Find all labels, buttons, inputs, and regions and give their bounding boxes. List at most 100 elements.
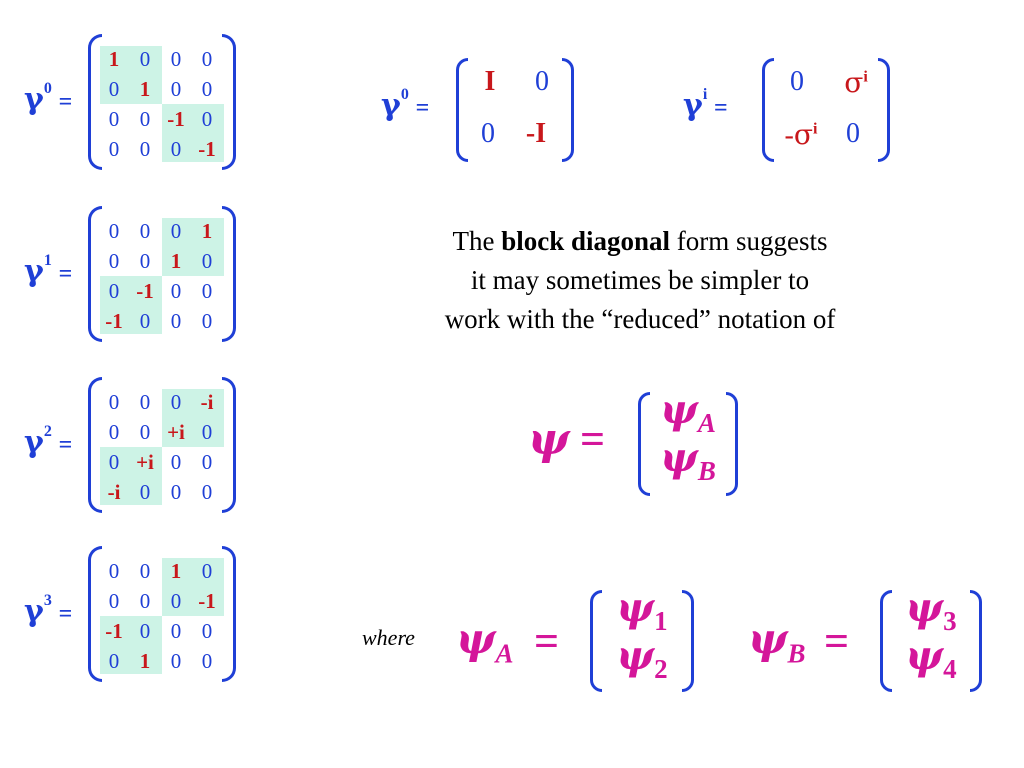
matrix-entry: 0: [170, 649, 182, 673]
note-text: The: [452, 226, 502, 256]
block-gammai-matrix: 0 σi -σi 0: [762, 58, 890, 162]
matrix-entry: 1: [139, 77, 151, 101]
upper-right-block-shade: [162, 389, 224, 447]
matrix-entry: 0: [170, 309, 182, 333]
left-bracket: [456, 58, 468, 162]
gamma-superscript: 0: [43, 80, 52, 97]
block-entry-sigma: σi: [834, 66, 878, 100]
equals-sign: =: [58, 261, 73, 287]
sigma-superscript: i: [863, 68, 868, 86]
psi-column-vector: ψA ψB: [638, 386, 738, 496]
matrix-entry: 0: [201, 77, 213, 101]
gamma1-label: γ1 =: [24, 252, 73, 289]
psi-symbol: ψ: [660, 434, 698, 481]
block-gamma0-matrix: I 0 0 -I: [456, 58, 574, 162]
equals-sign: =: [714, 95, 728, 121]
gamma0-label: γ0 =: [24, 80, 72, 117]
gamma-superscript: 2: [43, 423, 52, 440]
matrix-entry: 0: [139, 47, 151, 71]
block-entry-zero: 0: [790, 66, 804, 97]
upper-right-block-shade: [162, 558, 224, 616]
matrix-entry: 0: [108, 450, 120, 474]
matrix-entry: 0: [139, 107, 151, 131]
block-entry-zero: 0: [846, 118, 860, 149]
psi-4-entry: ψ4: [894, 632, 968, 685]
matrix-entry: 0: [170, 137, 182, 161]
upper-left-block-shade: [100, 46, 162, 104]
matrix-entry: 0: [139, 219, 151, 243]
left-bracket: [638, 392, 650, 496]
matrix-entry: 0: [201, 420, 213, 444]
psi-subscript: A: [495, 638, 514, 669]
matrix-entry: 0: [139, 390, 151, 414]
matrix-entry: 0: [170, 77, 182, 101]
matrix-entry: 0: [201, 309, 213, 333]
matrix-entry: +i: [136, 450, 154, 474]
psi-symbol: ψ: [660, 386, 698, 433]
note-line-1: The block diagonal form suggests: [380, 222, 900, 261]
matrix-entry: 0: [108, 559, 120, 583]
matrix-entry: 0: [201, 450, 213, 474]
right-bracket: [222, 34, 236, 170]
matrix-entry: 0: [108, 390, 120, 414]
gamma2-label: γ2 =: [24, 423, 72, 460]
psi-subscript: 2: [654, 654, 668, 684]
matrix-entry: -i: [200, 390, 214, 414]
matrix-entry: 0: [139, 619, 151, 643]
left-bracket: [590, 590, 602, 692]
gamma3-label: γ3 =: [24, 592, 72, 629]
matrix-entry: +i: [167, 420, 185, 444]
matrix-entry: 0: [139, 559, 151, 583]
sigma-symbol: σ: [793, 118, 813, 151]
gamma-symbol: γ: [24, 425, 44, 460]
gamma-superscript: 3: [43, 592, 52, 609]
block-gammai-label: γi =: [683, 86, 728, 123]
psi-symbol: ψ: [616, 632, 655, 679]
matrix-entry: -1: [198, 589, 216, 613]
matrix-entry: 0: [139, 589, 151, 613]
block-entry-zero: 0: [535, 66, 549, 97]
upper-right-block-shade: [162, 218, 224, 276]
psi-2-entry: ψ2: [604, 632, 680, 685]
gamma-superscript: i: [702, 86, 708, 103]
block-entry-minus-sigma: -σi: [776, 118, 826, 152]
matrix-entry: 1: [170, 249, 182, 273]
psi-symbol: ψ: [748, 614, 788, 663]
matrix-entry: 0: [201, 279, 213, 303]
psi-symbol: ψ: [616, 584, 655, 631]
matrix-entry: 0: [201, 249, 213, 273]
block-entry-I: I: [484, 66, 496, 97]
psi-A-entry: ψA: [652, 386, 724, 439]
left-bracket: [762, 58, 774, 162]
matrix-entry: 0: [201, 559, 213, 583]
matrix-entry: 0: [170, 279, 182, 303]
matrix-entry: -1: [167, 107, 185, 131]
psiB-column-vector: ψ3 ψ4: [880, 584, 982, 692]
note-bold-text: block diagonal: [501, 226, 671, 256]
sigma-symbol: σ: [844, 66, 864, 99]
matrix-entry: 0: [108, 107, 120, 131]
matrix-entry: 1: [201, 219, 213, 243]
matrix-entry: 0: [170, 619, 182, 643]
matrix-entry: 0: [201, 107, 213, 131]
psiA-column-vector: ψ1 ψ2: [590, 584, 694, 692]
matrix-entry: 0: [108, 420, 120, 444]
matrix-entry: 0: [170, 589, 182, 613]
matrix-entry: 0: [139, 249, 151, 273]
sigma-superscript: i: [813, 120, 818, 138]
left-bracket: [88, 377, 102, 513]
matrix-entry: 0: [108, 77, 120, 101]
matrix-entry: 0: [139, 480, 151, 504]
psi-symbol: ψ: [905, 584, 944, 631]
minus-sign: -: [784, 120, 794, 151]
matrix-entry: -1: [136, 279, 154, 303]
right-bracket: [878, 58, 890, 162]
matrix-entry: 0: [108, 137, 120, 161]
matrix-entry: 0: [201, 619, 213, 643]
psiA-lhs: ψA: [456, 614, 514, 669]
explanatory-note: The block diagonal form suggests it may …: [380, 222, 900, 339]
psi-lhs: ψ: [528, 414, 570, 465]
